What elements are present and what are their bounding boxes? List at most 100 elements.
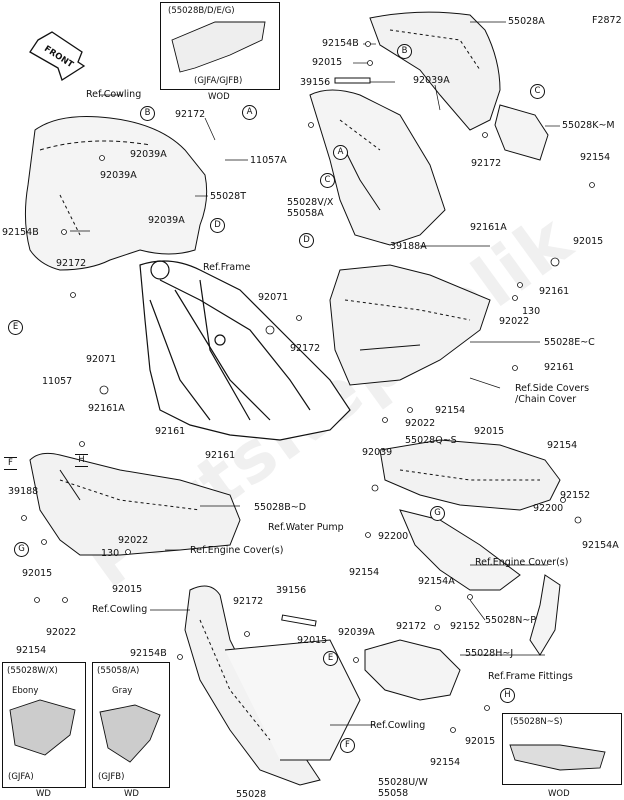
upper-inner-panel <box>24 116 208 271</box>
label-92154-br: 92154 <box>430 757 461 768</box>
label-92172-l: 92172 <box>56 258 87 269</box>
label-92015-b: 92015 <box>297 635 328 646</box>
label-92154-c: 92154 <box>435 405 466 416</box>
label-92200-c: 92200 <box>378 531 409 542</box>
label-92172-b2: 92172 <box>396 621 427 632</box>
label-39188: 39188 <box>8 486 39 497</box>
label-130-l: 130 <box>101 548 120 559</box>
label-92172-r: 92172 <box>471 158 502 169</box>
callout-d-2: D <box>299 233 314 248</box>
label-92172-c: 92172 <box>290 343 321 354</box>
callout-a-1: A <box>242 105 257 120</box>
label-92015-r: 92015 <box>573 236 604 247</box>
label-92161-a: 92161 <box>155 426 186 437</box>
label-92039A-b2: 92039A <box>338 627 375 638</box>
inset-wod-bottom-codes: (55028N~S) <box>510 717 563 727</box>
label-92161A-r: 92161A <box>470 222 507 233</box>
label-ref-frame-fittings: Ref.Frame Fittings <box>488 671 573 682</box>
callout-b-1: B <box>140 106 155 121</box>
callout-f-2: F <box>4 457 17 470</box>
label-ref-side-covers: Ref.Side Covers /Chain Cover <box>515 383 590 405</box>
label-92161A-l: 92161A <box>88 403 125 414</box>
callout-c-1: C <box>530 84 545 99</box>
front-arrow-icon <box>29 31 86 81</box>
callout-e-2: E <box>323 651 338 666</box>
label-92022-r: 92022 <box>499 316 530 327</box>
label-92015-l: 92015 <box>22 568 53 579</box>
middle-fairing <box>309 89 446 246</box>
callout-d-1: D <box>210 218 225 233</box>
label-55028A: 55028A <box>508 16 545 27</box>
inset-wod-top-region: (GJFA/GJFB) <box>194 76 243 86</box>
label-55028B-D: 55028B~D <box>254 502 307 513</box>
inset-wod-top-codes: (55028B/D/E/G) <box>168 6 235 16</box>
inset-gray-color: Gray <box>112 686 133 696</box>
label-55028T: 55028T <box>210 191 247 202</box>
label-ref-engine-cover-l: Ref.Engine Cover(s) <box>190 545 284 556</box>
label-92161-b: 92161 <box>205 450 236 461</box>
inset-wod-top-note: WOD <box>208 92 230 102</box>
label-92039A-a: 92039A <box>130 149 167 160</box>
side-panel <box>329 264 491 386</box>
label-ref-water-pump: Ref.Water Pump <box>268 522 344 533</box>
callout-g-1: G <box>14 542 29 557</box>
inset-wod-bottom-note: WOD <box>548 789 570 799</box>
inset-gray-region: (GJFB) <box>98 772 125 782</box>
label-92154B-top: 92154B <box>322 38 359 49</box>
label-92154-c2: 92154 <box>349 567 380 578</box>
label-92172-b: 92172 <box>233 596 264 607</box>
label-55028U-W: 55028U/W <box>378 777 428 788</box>
inset-ebony-codes: (55028W/X) <box>7 666 58 676</box>
label-92022-c: 92022 <box>405 418 436 429</box>
label-92172-a: 92172 <box>175 109 206 120</box>
label-92039A-c: 92039A <box>148 215 185 226</box>
label-92015-c: 92015 <box>474 426 505 437</box>
label-92039A-top: 92039A <box>413 75 450 86</box>
label-ref-engine-cover-r: Ref.Engine Cover(s) <box>475 557 569 568</box>
label-92154A-c: 92154A <box>418 576 455 587</box>
label-92015-br: 92015 <box>465 736 496 747</box>
label-55028: 55028 <box>236 789 267 800</box>
label-55028H-J: 55028H~J <box>465 648 514 659</box>
label-92152-r: 92152 <box>560 490 591 501</box>
label-39188A: 39188A <box>390 241 427 252</box>
callout-h-1: H <box>75 454 88 467</box>
upper-right-cowl <box>369 11 501 131</box>
inset-gray-codes: (55058/A) <box>97 666 140 676</box>
label-11057: 11057 <box>42 376 73 387</box>
label-92039A-b: 92039A <box>100 170 137 181</box>
label-39156-top: 39156 <box>300 77 331 88</box>
frame <box>139 260 351 441</box>
callout-e-1: E <box>8 320 23 335</box>
label-92154B-b: 92154B <box>130 648 167 659</box>
label-55028V-X: 55028V/X <box>287 197 334 208</box>
label-92200-r: 92200 <box>533 503 564 514</box>
label-92161-r2: 92161 <box>544 362 575 373</box>
callout-b-2: B <box>397 44 412 59</box>
label-55028Q-S: 55028Q~S <box>405 435 457 446</box>
label-55028K-M: 55028K~M <box>562 120 615 131</box>
label-92022-bl: 92022 <box>46 627 77 638</box>
label-ref-frame: Ref.Frame <box>203 262 251 273</box>
inset-ebony-color: Ebony <box>12 686 39 696</box>
belly-pan <box>399 509 521 591</box>
inset-ebony-note: WD <box>36 789 51 799</box>
callout-g-2: G <box>430 506 445 521</box>
label-92154-r: 92154 <box>580 152 611 163</box>
label-92022-l: 92022 <box>118 535 149 546</box>
label-92154B-l: 92154B <box>2 227 39 238</box>
side-bracket <box>364 639 461 701</box>
label-ref-cowling-b: Ref.Cowling <box>92 604 148 615</box>
label-55058: 55058 <box>378 788 409 799</box>
lower-left-fairing <box>29 452 241 556</box>
label-55058A: 55058A <box>287 208 324 219</box>
callout-f-1: F <box>340 738 355 753</box>
label-92071-l: 92071 <box>86 354 117 365</box>
label-92154-bl: 92154 <box>16 645 47 656</box>
label-130-r: 130 <box>522 306 541 317</box>
label-39156-b: 39156 <box>276 585 307 596</box>
label-92015-l2: 92015 <box>112 584 143 595</box>
label-92039: 92039 <box>362 447 393 458</box>
